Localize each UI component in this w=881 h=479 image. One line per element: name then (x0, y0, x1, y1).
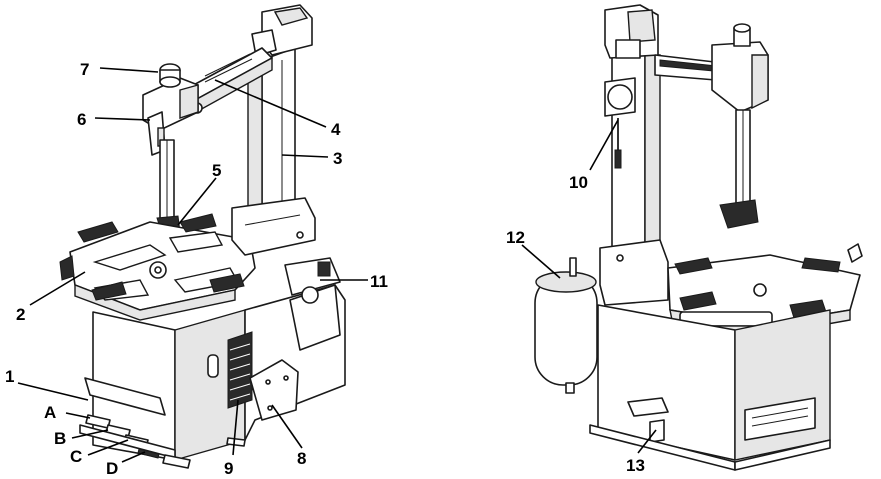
callout-12: 12 (506, 228, 525, 247)
callout-4: 4 (331, 120, 341, 139)
left-machine-view (59, 4, 346, 469)
callout-B: B (54, 429, 66, 448)
callout-A: A (44, 403, 56, 422)
bead-breaker-blade (249, 359, 299, 421)
air-tank (534, 257, 598, 394)
front-deflector (84, 377, 166, 416)
rear-cylinder (604, 77, 636, 169)
rear-cabinet (597, 304, 831, 461)
callout-2: 2 (16, 305, 25, 324)
callout-9: 9 (224, 459, 233, 478)
right-machine-view (534, 4, 863, 471)
column-base (231, 197, 316, 256)
callout-labels: 7 6 4 3 5 2 11 1 A B C D 9 8 10 12 13 (5, 60, 645, 478)
vent-grille (227, 331, 253, 409)
rear-tool-head (711, 23, 769, 229)
vertical-shaft (156, 139, 181, 235)
rear-pedal-guard (627, 397, 669, 443)
callout-8: 8 (297, 449, 306, 468)
leader-lines (17, 67, 657, 463)
callout-10: 10 (569, 173, 588, 192)
callout-C: C (70, 447, 82, 466)
callout-11: 11 (370, 272, 388, 291)
rear-column-head (604, 4, 659, 59)
callout-13: 13 (626, 456, 645, 475)
callout-3: 3 (333, 149, 342, 168)
bead-breaker (284, 257, 341, 351)
callout-5: 5 (212, 161, 221, 180)
callout-6: 6 (77, 110, 86, 129)
rear-column-base (599, 239, 669, 306)
callout-1: 1 (5, 367, 14, 386)
callout-7: 7 (80, 60, 89, 79)
base-feet (162, 437, 246, 469)
callout-D: D (106, 459, 118, 478)
rear-base-rails (589, 424, 831, 471)
clamp-jaws (59, 213, 245, 301)
tool-head (142, 63, 199, 156)
